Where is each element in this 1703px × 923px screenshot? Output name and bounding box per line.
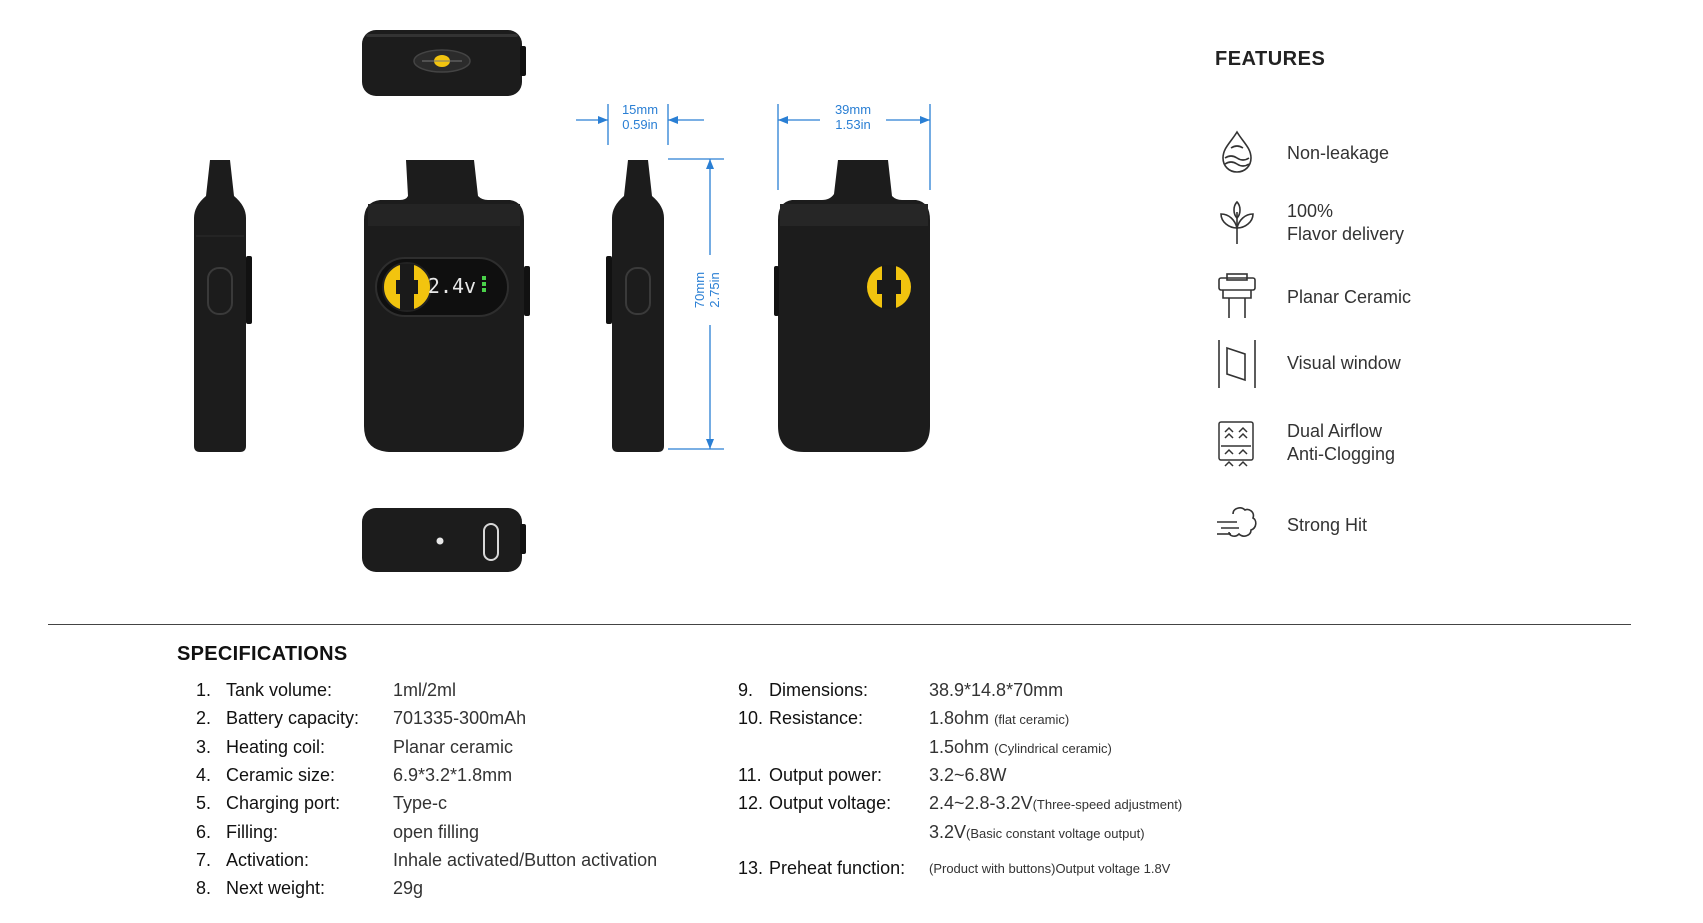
voltage-readout: 2.4v [428,274,476,298]
cloud-hit-icon [1215,500,1259,550]
device-front-view: 2.4v [362,156,532,456]
thickness-label: 15mm 0.59in [621,102,659,132]
height-label: 70mm 2.75in [692,255,722,325]
feature-item: Planar Ceramic [1215,272,1535,322]
width-label: 39mm 1.53in [820,102,886,132]
feature-sublabel: Anti-Clogging [1287,444,1396,464]
device-top-view [360,28,528,98]
feature-item: Strong Hit [1215,500,1535,550]
feature-label: Dual Airflow [1287,421,1383,441]
feature-item: Non-leakage [1215,128,1535,178]
feature-label: Non-leakage [1287,143,1390,163]
device-bottom-view [360,506,528,576]
feature-label: Planar Ceramic [1287,287,1412,307]
section-divider [48,624,1631,625]
ceramic-coil-icon [1215,272,1259,322]
device-right-side-view [604,156,668,456]
window-icon [1215,338,1259,388]
feature-sublabel: Flavor delivery [1287,224,1405,244]
feature-label: Strong Hit [1287,515,1368,535]
feature-label: 100% [1287,201,1334,221]
airflow-icon [1215,418,1259,468]
feature-label: Visual window [1287,353,1401,373]
feature-item: Visual window [1215,338,1535,388]
device-back-view [774,156,938,456]
specifications-title: SPECIFICATIONS [177,643,348,665]
device-left-side-view [190,156,254,456]
droplet-icon [1215,128,1259,178]
features-title: FEATURES [1215,48,1326,70]
feature-item: Dual Airflow Anti-Clogging [1215,418,1535,468]
feature-item: 100% Flavor delivery [1215,198,1535,248]
leaf-icon [1215,198,1259,248]
